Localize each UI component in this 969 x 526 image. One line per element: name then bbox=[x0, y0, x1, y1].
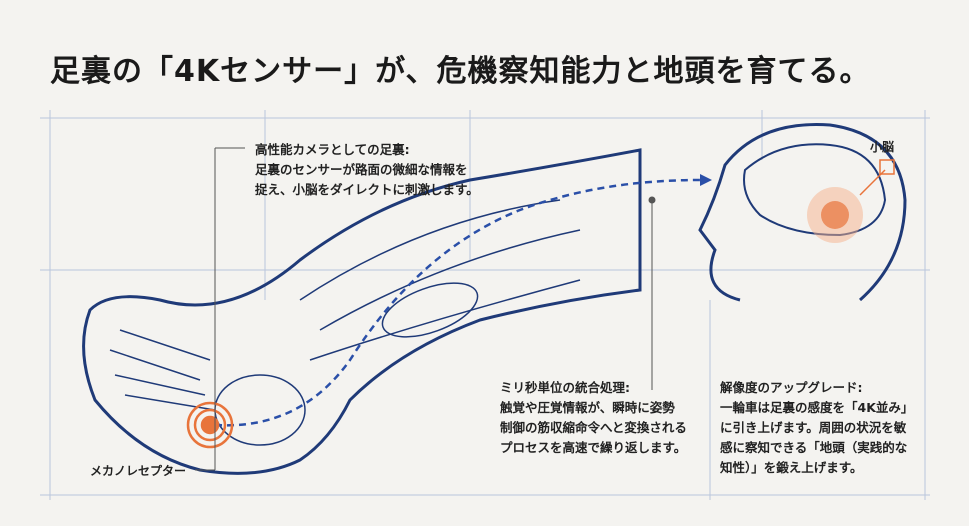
upgrade-note-heading: 解像度のアップグレード: bbox=[720, 380, 863, 395]
camera-note: 高性能カメラとしての足裏: 足裏のセンサーが路面の微細な情報を 捉え、小脳をダイ… bbox=[255, 140, 479, 200]
processing-note-heading: ミリ秒単位の統合処理: bbox=[500, 380, 630, 395]
signal-arrow-icon bbox=[700, 174, 712, 186]
processing-note-line: 触覚や圧覚情報が、瞬時に姿勢 bbox=[500, 400, 675, 415]
cerebellum-icon bbox=[807, 187, 863, 243]
upgrade-note: 解像度のアップグレード: 一輪車は足裏の感度を「4K並み」 に引き上げます。周囲… bbox=[720, 378, 913, 478]
cerebellum-label: 小脳 bbox=[870, 140, 895, 154]
leader-lines bbox=[195, 147, 656, 471]
mechanoreceptor-target-icon bbox=[186, 401, 234, 449]
upgrade-note-line: 感に察知できる「地頭（実践的な bbox=[720, 440, 908, 455]
mechanoreceptor-label: メカノレセプター bbox=[90, 464, 187, 478]
head-outline bbox=[698, 123, 907, 302]
leg-outline bbox=[82, 148, 642, 475]
camera-note-line: 足裏のセンサーが路面の微細な情報を bbox=[255, 162, 468, 177]
upgrade-note-line: に引き上げます。周囲の状況を敏 bbox=[720, 420, 907, 435]
processing-note-line: 制御の筋収縮命令へと変換される bbox=[500, 420, 687, 435]
page-title: 足裏の「4Kセンサー」が、危機察知能力と地頭を育てる。 bbox=[50, 54, 871, 89]
camera-note-line: 捉え、小脳をダイレクトに刺激します。 bbox=[255, 182, 479, 197]
nerve-signal-path bbox=[214, 178, 701, 427]
processing-note-line: プロセスを高速で繰り返します。 bbox=[500, 440, 687, 455]
grid-lines bbox=[40, 110, 930, 500]
upgrade-note-line: 一輪車は足裏の感度を「4K並み」 bbox=[720, 400, 914, 415]
upgrade-note-line: 知性）」を鍛え上げます。 bbox=[720, 460, 863, 475]
camera-note-heading: 高性能カメラとしての足裏: bbox=[255, 142, 410, 157]
cerebellum-marker-icon bbox=[879, 159, 895, 175]
processing-note: ミリ秒単位の統合処理: 触覚や圧覚情報が、瞬時に姿勢 制御の筋収縮命令へと変換さ… bbox=[500, 378, 687, 458]
